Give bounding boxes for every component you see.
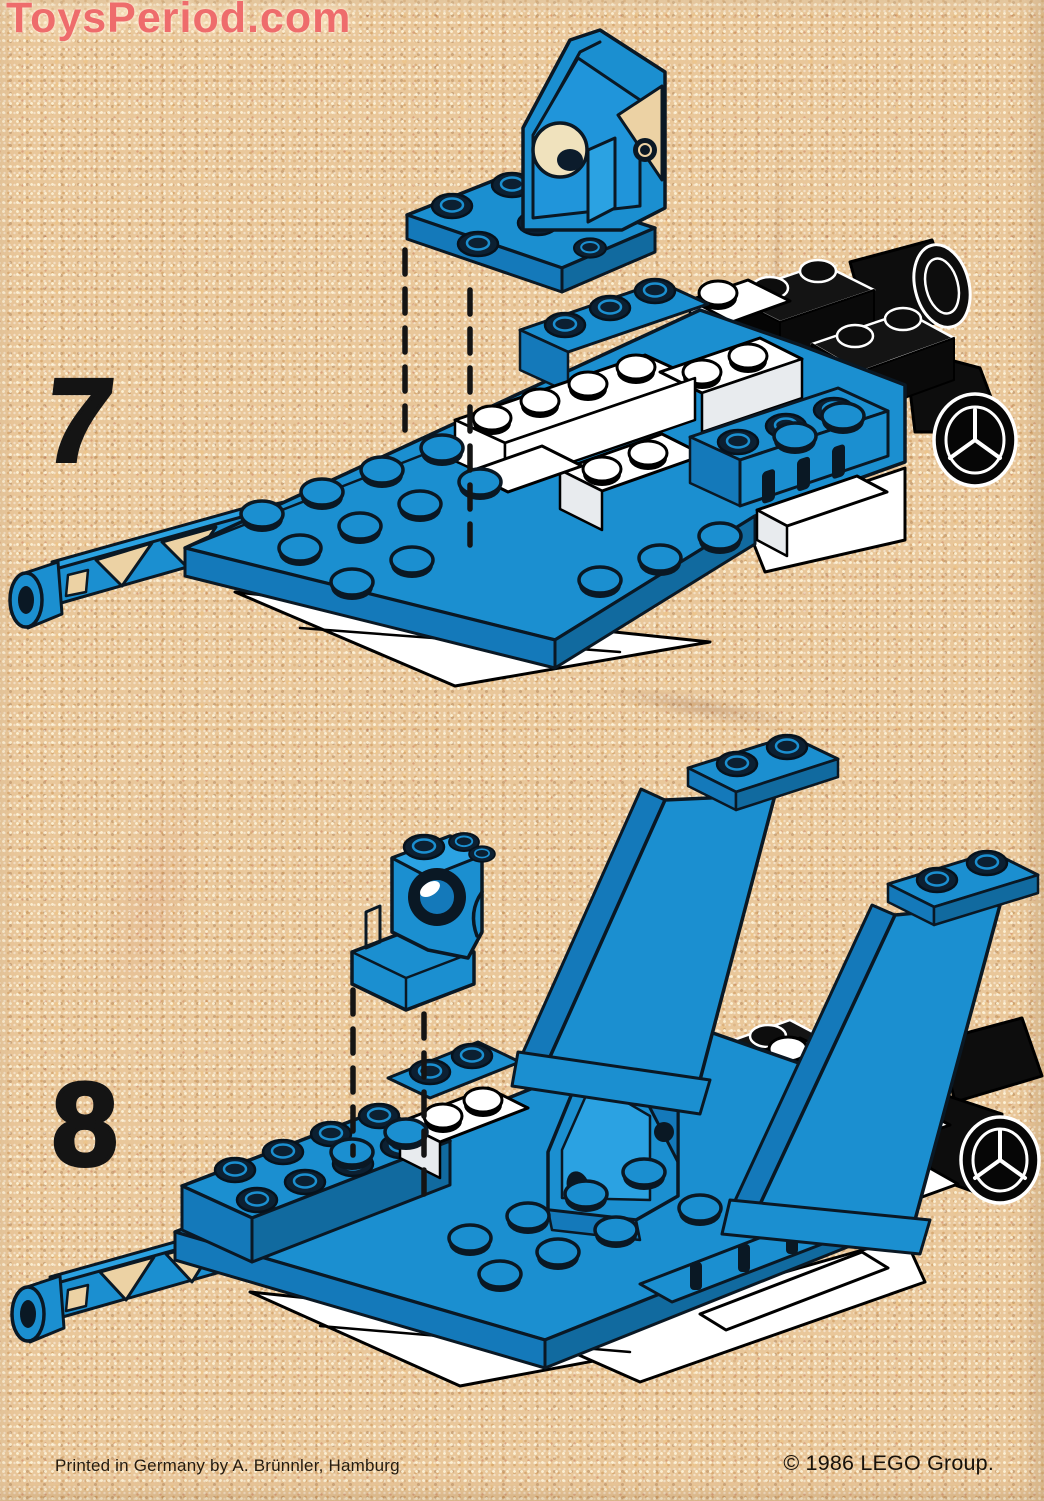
step-7-diagram (8, 28, 1018, 688)
tail-fin-left (510, 733, 840, 1116)
front-blue-brick (180, 1102, 452, 1264)
tail-fin-right (720, 849, 1040, 1256)
placement-dashed-lines (402, 247, 473, 548)
floating-bracket-assembly (405, 28, 667, 294)
step-8-diagram (10, 733, 1044, 1388)
floating-console-piece (350, 832, 496, 1012)
engine-pod (928, 1016, 1044, 1205)
watermark: ToysPeriod.com (6, 0, 352, 42)
placement-dashed-lines (350, 987, 427, 1208)
step-8-number: 8 (50, 1059, 120, 1191)
print-credit: Printed in Germany by A. Brünnler, Hambu… (55, 1456, 400, 1475)
copyright-notice: © 1986 LEGO Group. (783, 1451, 994, 1475)
rear-blue-brick (518, 277, 710, 394)
